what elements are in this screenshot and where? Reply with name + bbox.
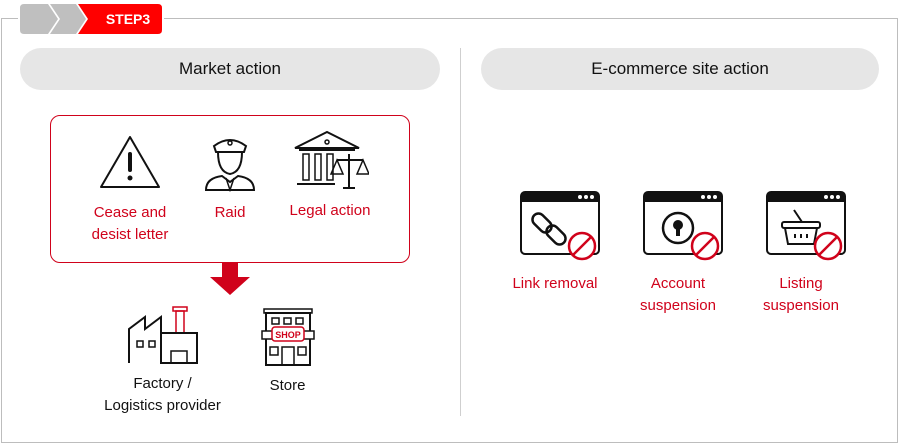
courthouse-scales-icon: [294, 130, 369, 189]
label-line: Store: [269, 377, 306, 394]
warning-icon: [100, 136, 160, 188]
label-line: Factory /: [133, 375, 192, 392]
action-legal: Legal action: [280, 128, 380, 222]
label-line: Legal action: [289, 202, 371, 219]
step-label: STEP3: [105, 11, 151, 27]
market-actions-box: [50, 115, 410, 263]
label-line: Cease and: [93, 204, 167, 221]
label-line: Logistics provider: [104, 397, 221, 414]
label-line: suspension: [763, 297, 839, 314]
factory-icon: [127, 306, 198, 364]
step-frame: [1, 18, 898, 443]
step2-chevron: [50, 4, 86, 34]
label-line: Account: [650, 275, 706, 292]
target-factory: Factory / Logistics provider: [90, 305, 235, 417]
step1-chevron: [20, 4, 58, 34]
label-line: Raid: [214, 204, 246, 221]
target-store: SHOP Store: [250, 307, 325, 397]
police-officer-icon: [204, 139, 256, 192]
label-line: Link removal: [512, 275, 598, 292]
step-indicator: STEP3: [18, 4, 164, 34]
action-link-removal: Link removal: [500, 190, 610, 295]
section-divider: [460, 48, 461, 416]
link-blocked-icon: [520, 191, 600, 261]
shop-icon: SHOP: [260, 308, 315, 366]
action-cease-desist: Cease and desist letter: [75, 132, 185, 246]
label-line: Listing: [779, 275, 823, 292]
market-action-header: Market action: [20, 48, 440, 90]
basket-blocked-icon: [766, 191, 846, 261]
step3-chevron: [78, 4, 162, 34]
account-blocked-icon: [643, 191, 723, 261]
label-line: desist letter: [91, 226, 169, 243]
action-listing-suspension: Listing suspension: [746, 190, 856, 317]
action-account-suspension: Account suspension: [623, 190, 733, 317]
down-arrow-icon: [210, 263, 250, 295]
action-raid: Raid: [195, 132, 265, 224]
ecommerce-action-header: E-commerce site action: [481, 48, 879, 90]
shop-sign-text: SHOP: [275, 330, 301, 340]
label-line: suspension: [640, 297, 716, 314]
